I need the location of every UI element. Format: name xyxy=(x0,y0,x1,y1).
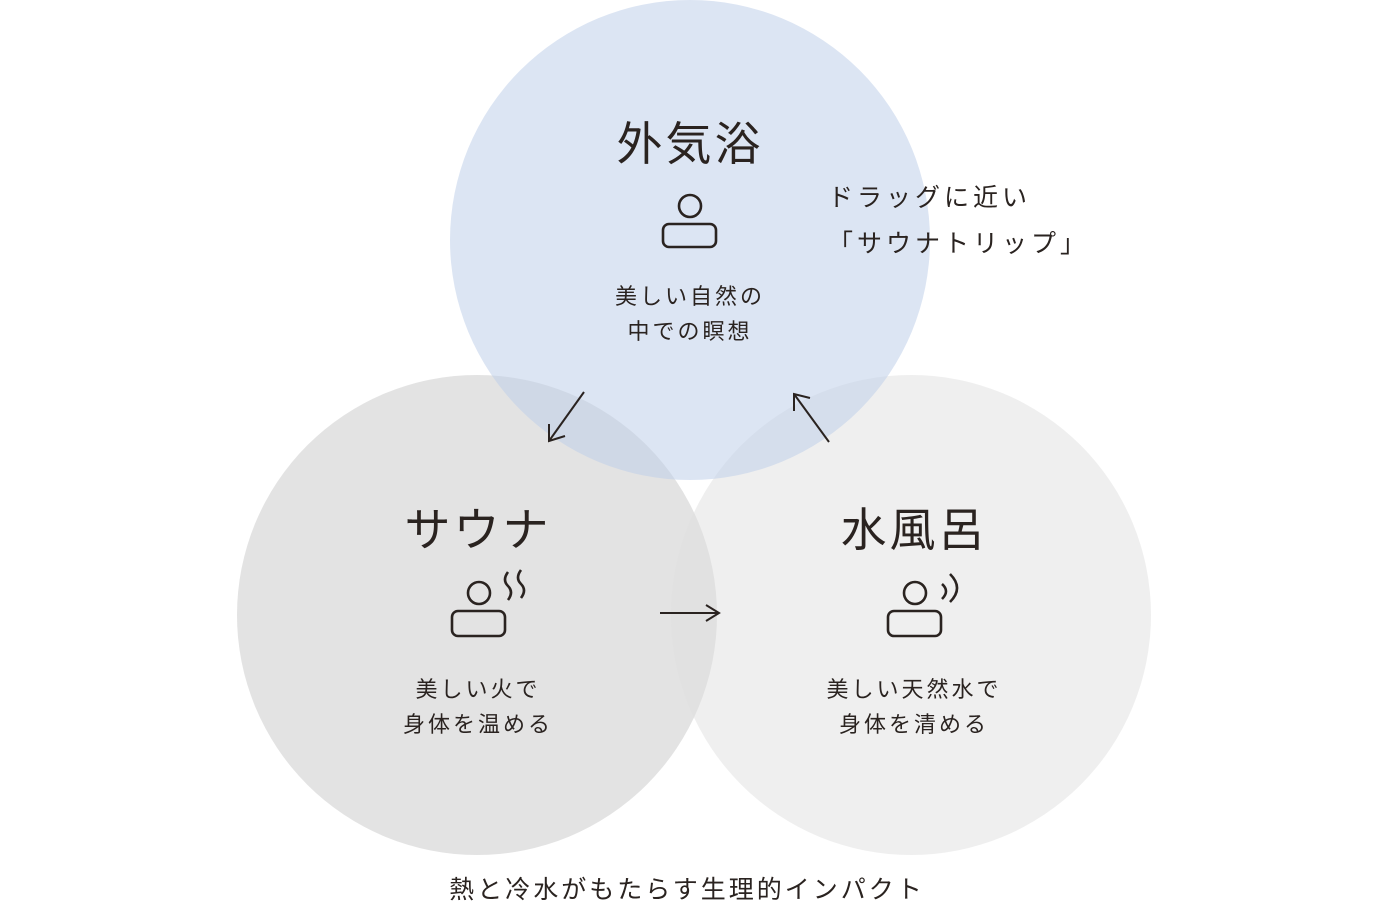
cold-bath-desc-line1: 美しい天然水で xyxy=(826,678,1002,703)
person-icon xyxy=(661,193,718,249)
footer-caption: 熱と冷水がもたらす生理的インパクト xyxy=(449,875,925,904)
trip-note: ドラッグに近い 「サウナトリップ」 xyxy=(828,175,1089,267)
cold-bath-title: 水風呂 xyxy=(840,503,988,557)
cold-bath-desc-line2: 身体を清める xyxy=(838,713,989,738)
outdoor-description: 美しい自然の 中での瞑想 xyxy=(540,280,840,350)
trip-note-line1: ドラッグに近い xyxy=(828,183,1032,212)
cold-bath-description: 美しい天然水で 身体を清める xyxy=(764,673,1064,743)
arrow-down-left-icon xyxy=(548,391,585,443)
sauna-desc-line1: 美しい火で xyxy=(415,678,541,703)
sauna-desc-line2: 身体を温める xyxy=(402,713,553,738)
outdoor-circle xyxy=(450,0,930,480)
trip-note-line2: 「サウナトリップ」 xyxy=(828,229,1090,258)
arrow-up-left-icon xyxy=(793,392,830,443)
outdoor-desc-line2: 中での瞑想 xyxy=(627,320,753,345)
outdoor-title: 外気浴 xyxy=(616,117,764,171)
outdoor-desc-line1: 美しい自然の xyxy=(614,285,765,310)
sauna-description: 美しい火で 身体を温める xyxy=(328,673,628,743)
arrow-right-icon xyxy=(660,604,721,622)
sauna-title: サウナ xyxy=(404,503,552,557)
person-steam-icon xyxy=(450,569,526,638)
person-water-icon xyxy=(886,573,959,638)
